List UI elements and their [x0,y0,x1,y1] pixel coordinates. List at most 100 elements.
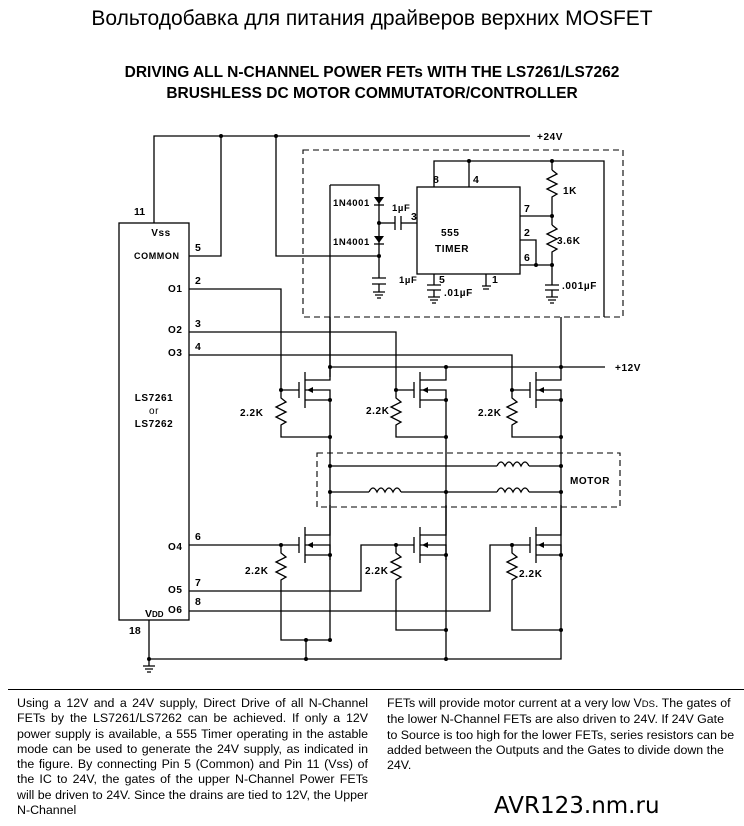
diode-1-label: 1N4001 [333,198,370,209]
diode-2-label: 1N4001 [333,237,370,248]
mosfet-source-2 [420,389,447,560]
gate-resistor-label-6: 2.2K [519,569,543,580]
junction-dot [304,638,308,642]
rail-label-12v: +12V [615,363,641,374]
junction-dot [559,435,563,439]
mosfet-drain-2 [420,367,447,381]
gate-resistor-label-3: 2.2K [478,408,502,419]
pin-number-2: 2 [195,275,201,287]
timer-555-body [416,186,521,275]
diode-2-symbol [374,236,384,245]
timing-capacitor-label: .001µF [562,281,597,292]
timer-pin-2: 2 [524,227,530,239]
timer-pin-4: 4 [473,174,479,186]
mosfet-drain-1 [305,367,331,381]
ic-name-1: LS7261 [135,393,174,404]
gate-drive-wires [189,288,605,612]
mosfet-source-3 [536,389,562,560]
gate-resistor-label-5: 2.2K [365,566,389,577]
pump-capacitor-symbol [394,216,402,230]
junction-dot [559,553,563,557]
motor-label: MOTOR [570,476,610,487]
gate-resistor-1 [274,390,330,438]
gate-resistor-label-4: 2.2K [245,566,269,577]
subtitle-line-1: DRIVING ALL N-CHANNEL POWER FETs WITH TH… [124,64,620,81]
ic-name-2: or [149,406,159,417]
pin-number-18: 18 [129,625,141,637]
pin-number-4: 4 [195,341,201,353]
mosfet-drain-6 [536,505,562,536]
pin-label-o5: O5 [168,585,183,596]
ic-name-3: LS7262 [135,419,174,430]
rail-24v-wires [153,134,530,257]
diode-1-symbol [374,197,384,206]
pin-label-vdd: VDD [145,608,164,620]
pin-number-11: 11 [134,206,145,218]
motor-box [316,452,621,508]
timer-pin-8: 8 [433,174,439,186]
gate-resistor-6 [505,545,561,631]
ground-bus [143,620,448,673]
ground-tap-3 [446,630,562,660]
mosfet-source-4 [305,544,331,640]
pin-number-5: 5 [195,242,201,254]
resistor-1k-label: 1K [563,186,577,197]
mosfet-arrow-icon [307,542,313,548]
rail-label-24v: +24V [537,132,563,143]
description-left: Using a 12V and a 24V supply, Direct Dri… [17,696,368,818]
subtitle-line-2: BRUSHLESS DC MOTOR COMMUTATOR/CONTROLLER [166,85,578,102]
mosfet-arrow-icon [422,387,428,393]
pin-label-o3: O3 [168,348,183,359]
mosfet-arrow-icon [538,387,544,393]
mosfet-array [274,317,563,660]
pin-number-6: 6 [195,531,201,543]
timer-pin-6: 6 [524,252,530,264]
mosfet-drain-4 [305,505,331,536]
mosfet-arrow-icon [307,387,313,393]
junction-dot [328,398,332,402]
mosfet-source-1 [305,389,331,560]
timer-label-1: 555 [441,228,460,239]
gate-resistor-3 [505,390,561,438]
storage-capacitor-label: 1µF [399,275,417,286]
timer-pin-7: 7 [524,203,530,215]
pump-capacitor-label: 1µF [392,203,410,214]
timer-pin-3: 3 [411,211,417,223]
junction-dot [444,435,448,439]
pin-label-o2: O2 [168,325,183,336]
storage-capacitor-symbol [372,277,386,299]
site-credit: AVR123.nm.ru [494,793,660,819]
gate-resistor-4 [274,545,330,641]
diagram-subtitle: DRIVING ALL N-CHANNEL POWER FETs WITH TH… [0,62,744,104]
junction-dot [328,553,332,557]
mosfet-drain-5 [420,505,447,536]
mosfet-arrow-icon [538,542,544,548]
divider-rule [8,689,744,690]
gate-resistor-label-2: 2.2K [366,406,390,417]
junction-dot [328,435,332,439]
mosfet-source-6 [536,544,562,630]
page-title: Вольтодобавка для питания драйверов верх… [91,7,653,30]
junction-dot [328,638,332,642]
pin-label-o4: O4 [168,542,183,553]
pin-label-common: COMMON [134,251,180,261]
pin-number-8: 8 [195,596,201,608]
pin-label-o6: O6 [168,605,183,616]
junction-dot [444,553,448,557]
timer-pin-1: 1 [492,274,498,286]
capacitor-pin5-label: .01µF [444,288,473,299]
timer-pin-5: 5 [439,274,445,286]
pin-number-7: 7 [195,577,201,589]
pin-label-o1: O1 [168,284,183,295]
timer-wires [427,159,605,317]
mosfet-arrow-icon [422,542,428,548]
booster-box [302,149,624,318]
pin-label-vss: Vss [151,228,171,239]
junction-dot [444,628,448,632]
gate-resistor-2 [389,390,446,438]
resistor-3k6-label: 3.6K [557,236,581,247]
motor-windings [328,461,563,494]
timer-label-2: TIMER [435,244,469,255]
mosfet-source-5 [420,544,447,659]
schematic: LS7261 or LS7262 Vss COMMON O1 O2 O3 O4 … [118,132,641,673]
